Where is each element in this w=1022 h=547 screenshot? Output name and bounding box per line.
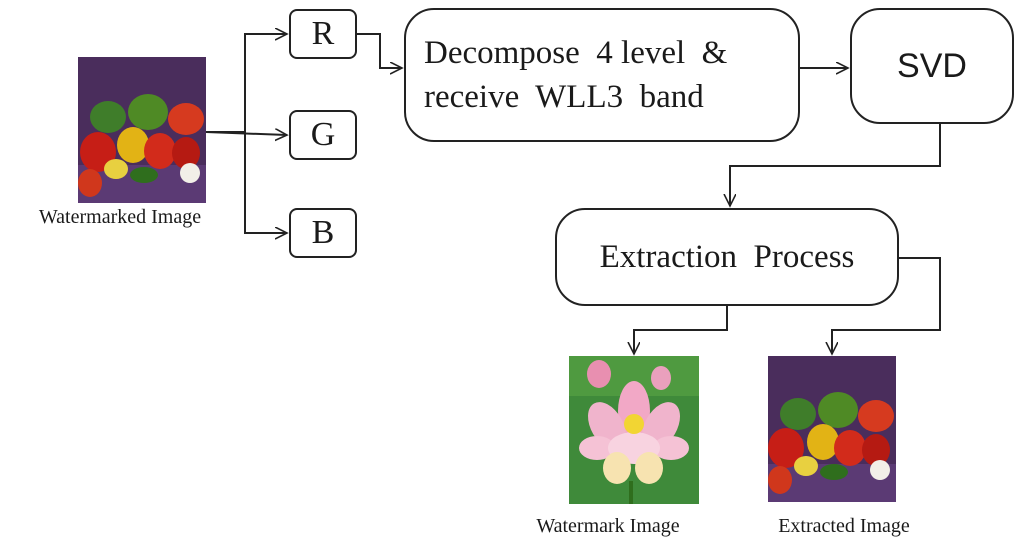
extracted-image — [768, 356, 896, 502]
watermark-image-caption: Watermark Image — [536, 515, 680, 537]
channel-r-label: R — [311, 15, 335, 52]
channel-b-label: B — [311, 214, 335, 251]
watermarked-image — [78, 57, 206, 203]
decompose-line2: receive WLL3 band — [424, 79, 704, 115]
arrow-svd-to-extraction — [730, 124, 941, 206]
watermarked-image-caption: Watermarked Image — [38, 206, 202, 228]
extracted-image-caption: Extracted Image — [778, 515, 910, 537]
svd-label: SVD — [897, 46, 967, 85]
channel-b-box: B — [289, 208, 357, 258]
extraction-process-label: Extraction Process — [599, 238, 855, 275]
arrow-extraction-to-watermark — [634, 306, 728, 354]
decompose-box: Decompose 4 level & receive WLL3 band — [404, 8, 800, 142]
extraction-process-box: Extraction Process — [555, 208, 899, 306]
arrow-r-to-decompose — [357, 33, 402, 68]
arrow-image-to-g — [205, 132, 287, 135]
arrow-image-to-b — [244, 132, 287, 233]
decompose-line1: Decompose 4 level & — [424, 35, 728, 71]
arrow-extraction-to-extracted — [832, 257, 941, 354]
channel-g-box: G — [289, 110, 357, 160]
arrow-image-to-r — [206, 34, 287, 133]
svd-box: SVD — [850, 8, 1014, 124]
channel-r-box: R — [289, 9, 357, 59]
watermark-image — [569, 356, 699, 504]
channel-g-label: G — [310, 116, 336, 153]
